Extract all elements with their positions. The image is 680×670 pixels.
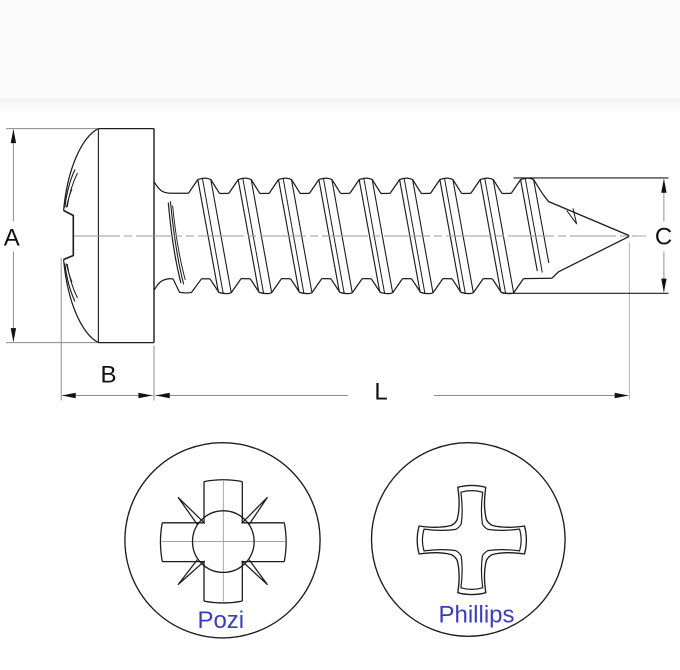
svg-text:B: B (100, 362, 116, 389)
svg-text:Pozi: Pozi (197, 607, 244, 634)
svg-text:A: A (4, 224, 20, 251)
svg-text:C: C (655, 224, 672, 251)
svg-text:L: L (374, 379, 387, 406)
svg-text:Phillips: Phillips (438, 602, 514, 629)
